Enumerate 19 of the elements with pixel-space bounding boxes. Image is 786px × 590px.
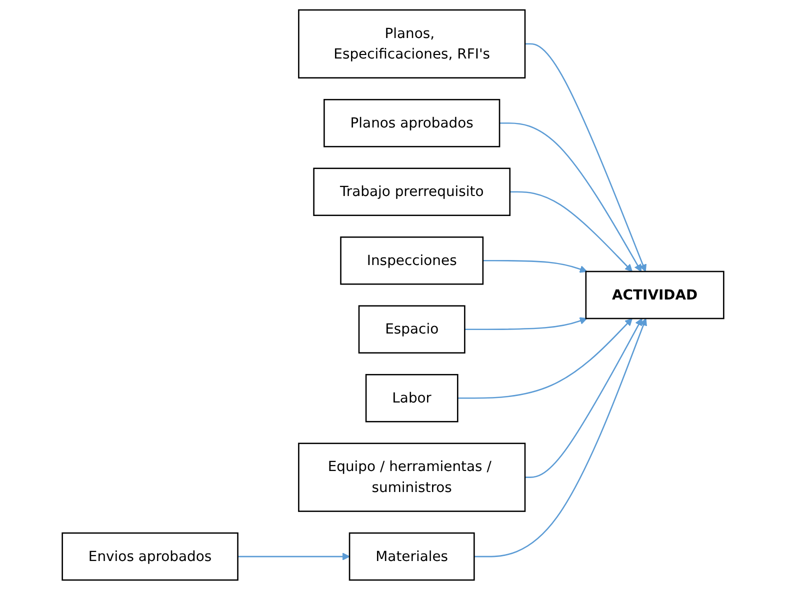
node-box: Planos aprobados (324, 98, 500, 148)
arrow (510, 191, 632, 272)
node-box: Materiales (348, 532, 475, 581)
arrow (474, 318, 647, 558)
node-box: Inspecciones (340, 236, 484, 285)
arrow (458, 318, 632, 399)
node-box: Trabajo prerrequisito (313, 168, 511, 216)
node-box: Envios aprobados (62, 532, 238, 581)
arrow (525, 318, 642, 478)
arrow (482, 260, 588, 273)
arrow (500, 122, 642, 272)
node-box: ACTIVIDAD (585, 270, 724, 320)
arrow (238, 552, 350, 560)
node-box: Planos, Especificaciones, RFI's (298, 9, 526, 78)
node-box: Equipo / herramientas / suministros (298, 442, 526, 512)
arrow (464, 317, 588, 330)
node-box: Labor (365, 374, 458, 422)
node-box: Espacio (358, 305, 466, 354)
arrow (525, 43, 647, 272)
